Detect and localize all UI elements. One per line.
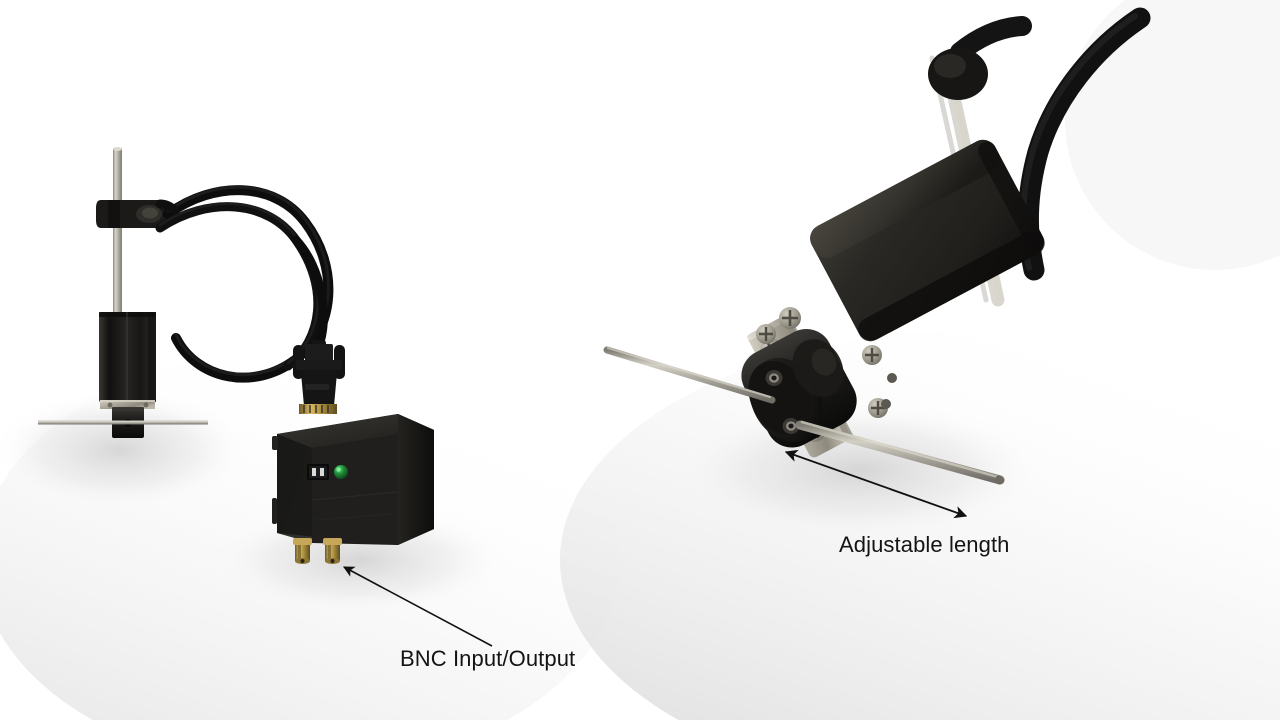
bnc-connector-right[interactable] bbox=[323, 538, 342, 564]
dip-switch[interactable] bbox=[307, 464, 329, 480]
sensor-flange bbox=[100, 400, 155, 409]
sensor-body bbox=[99, 312, 156, 402]
sensor-body-right bbox=[810, 139, 1045, 342]
rotating-hub-right bbox=[741, 328, 857, 448]
cable-clamp-collar bbox=[96, 200, 172, 228]
dsub-connector bbox=[293, 340, 345, 414]
horizontal-probe-rod bbox=[38, 420, 208, 425]
status-led bbox=[334, 465, 348, 479]
adjustable-length-label: Adjustable length bbox=[839, 532, 1010, 557]
probe-rod-left bbox=[603, 346, 776, 404]
annotation-arrow-adjustable bbox=[784, 449, 968, 519]
vertical-steel-rod bbox=[113, 147, 122, 338]
bnc-connector-left[interactable] bbox=[293, 538, 312, 564]
bnc-input-output-label: BNC Input/Output bbox=[400, 646, 576, 671]
set-screw-hole bbox=[765, 370, 800, 434]
phillips-screw-front bbox=[756, 307, 897, 418]
annotation-arrow-bnc bbox=[343, 566, 493, 647]
control-box bbox=[272, 414, 434, 564]
right-assembly bbox=[603, 7, 1151, 485]
left-assembly bbox=[38, 147, 434, 564]
